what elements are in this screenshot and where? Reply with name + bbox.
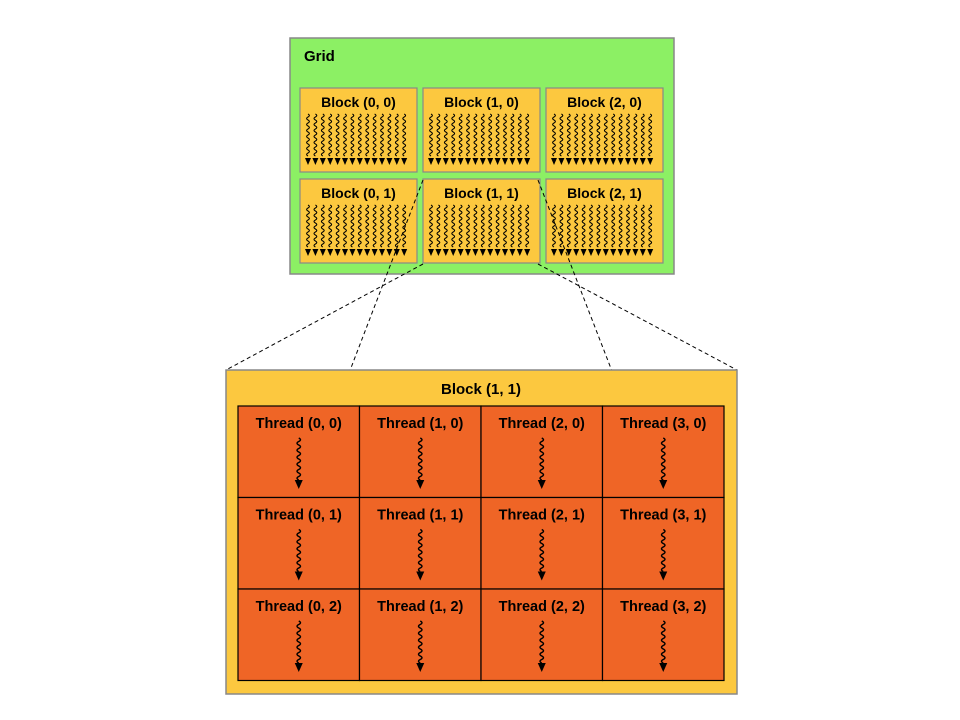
thread-label: Thread (3, 2)	[620, 599, 706, 615]
thread-squiggle-arrow-icon	[294, 528, 303, 581]
grid-blocks: Block (0, 0) Block (1, 0) Block (2, 0) Bloc…	[299, 87, 664, 264]
grid-block: Block (1, 0)	[422, 87, 541, 173]
grid-block-label: Block (1, 0)	[444, 94, 519, 110]
thread-cells: Thread (0, 0) Thread (1, 0) Thread (2, 0) T…	[237, 405, 725, 682]
grid-block-label: Block (2, 1)	[567, 185, 642, 201]
thread-label: Thread (3, 1)	[620, 508, 706, 524]
thread-label: Thread (3, 0)	[620, 416, 706, 432]
thread-cell: Thread (0, 1)	[237, 496, 361, 590]
thread-cell: Thread (2, 0)	[480, 405, 604, 499]
thread-squiggle-arrow-icon	[416, 437, 425, 489]
thread-cell: Thread (1, 1)	[358, 496, 482, 590]
thread-cell: Thread (3, 2)	[601, 588, 725, 682]
thread-warps-icon	[428, 204, 531, 256]
thread-warps-icon	[551, 113, 654, 165]
grid-block: Block (0, 0)	[299, 87, 418, 173]
thread-label: Thread (0, 0)	[256, 416, 342, 432]
thread-label: Thread (0, 2)	[256, 599, 342, 615]
thread-label: Thread (2, 0)	[499, 416, 585, 432]
thread-cell: Thread (2, 2)	[480, 588, 604, 682]
thread-cell: Thread (3, 0)	[601, 405, 725, 499]
thread-squiggle-arrow-icon	[659, 437, 668, 489]
thread-label: Thread (1, 1)	[377, 508, 463, 524]
grid-block: Block (2, 0)	[545, 87, 664, 173]
thread-squiggle-arrow-icon	[294, 620, 303, 672]
grid-block-label: Block (0, 0)	[321, 94, 396, 110]
grid-block: Block (1, 1)	[422, 178, 541, 264]
thread-squiggle-arrow-icon	[537, 437, 546, 489]
zoom-dashed-line	[537, 263, 738, 371]
thread-squiggle-arrow-icon	[537, 620, 546, 672]
thread-label: Thread (2, 1)	[499, 508, 585, 524]
thread-squiggle-arrow-icon	[416, 528, 425, 581]
grid-block: Block (2, 1)	[545, 178, 664, 264]
zoom-dashed-line	[225, 263, 424, 371]
thread-squiggle-arrow-icon	[416, 620, 425, 672]
thread-label: Thread (1, 2)	[377, 599, 463, 615]
thread-label: Thread (0, 1)	[256, 508, 342, 524]
grid-block-label: Block (1, 1)	[444, 185, 519, 201]
thread-warps-icon	[551, 204, 654, 256]
thread-squiggle-arrow-icon	[537, 528, 546, 581]
thread-cell: Thread (0, 2)	[237, 588, 361, 682]
thread-label: Thread (1, 0)	[377, 416, 463, 432]
grid-block: Block (0, 1)	[299, 178, 418, 264]
zoomed-block-title: Block (1, 1)	[441, 381, 521, 398]
thread-squiggle-arrow-icon	[659, 620, 668, 672]
thread-warps-icon	[305, 113, 408, 165]
thread-squiggle-arrow-icon	[659, 528, 668, 581]
grid-block-label: Block (2, 0)	[567, 94, 642, 110]
grid-block-label: Block (0, 1)	[321, 185, 396, 201]
thread-cell: Thread (1, 0)	[358, 405, 482, 499]
thread-label: Thread (2, 2)	[499, 599, 585, 615]
thread-cell: Thread (0, 0)	[237, 405, 361, 499]
thread-cell: Thread (2, 1)	[480, 496, 604, 590]
thread-squiggle-arrow-icon	[294, 437, 303, 489]
thread-warps-icon	[428, 113, 531, 165]
thread-cell: Thread (3, 1)	[601, 496, 725, 590]
thread-cell: Thread (1, 2)	[358, 588, 482, 682]
thread-warps-icon	[305, 204, 408, 256]
grid-title: Grid	[304, 48, 335, 65]
